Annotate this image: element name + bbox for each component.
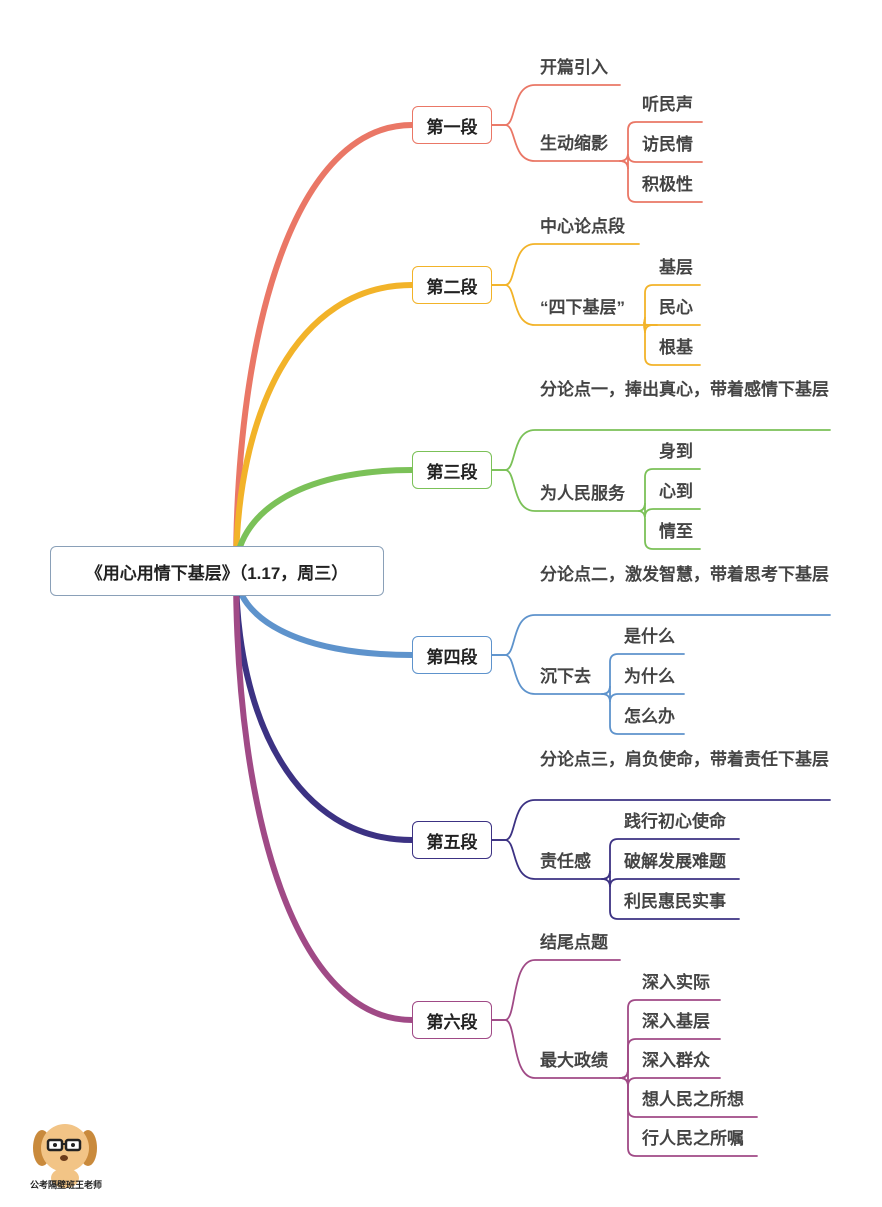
dog-teacher-avatar-icon (33, 1124, 97, 1188)
section-6-leaf-3[interactable]: 深入群众 (642, 1051, 710, 1070)
section-node-5[interactable]: 第五段 (412, 821, 492, 859)
section-3-topic-2[interactable]: 为人民服务 (540, 484, 625, 503)
section-3-child-2-connector (491, 469, 640, 512)
section-5-leaf-2[interactable]: 破解发展难题 (624, 852, 726, 871)
section-3-leaf-2[interactable]: 心到 (659, 482, 693, 501)
section-5-leaf-3-connector (601, 878, 740, 920)
section-6-leaf-1[interactable]: 深入实际 (642, 973, 710, 992)
section-node-6[interactable]: 第六段 (412, 1001, 492, 1039)
branch-line-6 (233, 568, 415, 1023)
branch-line-1 (233, 122, 415, 574)
section-4-topic-2[interactable]: 沉下去 (540, 667, 591, 686)
branch-line-2 (233, 282, 415, 574)
section-3-leaf-1[interactable]: 身到 (659, 442, 693, 461)
section-6-leaf-5[interactable]: 行人民之所嘱 (642, 1129, 744, 1148)
section-4-topic-1[interactable]: 分论点二，激发智慧，带着思考下基层 (540, 565, 829, 584)
section-5-topic-2[interactable]: 责任感 (540, 852, 591, 871)
section-3-leaf-3[interactable]: 情至 (659, 522, 693, 541)
section-6-child-2-connector (491, 1019, 621, 1079)
section-2-leaf-2[interactable]: 民心 (659, 298, 693, 317)
section-5-leaf-1[interactable]: 践行初心使命 (624, 812, 726, 831)
section-node-3[interactable]: 第三段 (412, 451, 492, 489)
section-6-topic-1[interactable]: 结尾点题 (540, 933, 608, 952)
section-2-child-2-connector (491, 284, 658, 326)
section-4-leaf-1[interactable]: 是什么 (624, 627, 675, 646)
section-1-leaf-3-connector (619, 160, 703, 203)
section-1-topic-1[interactable]: 开篇引入 (540, 58, 608, 77)
section-2-leaf-1[interactable]: 基层 (659, 258, 693, 277)
section-1-child-2-connector (491, 124, 621, 162)
section-1-leaf-1[interactable]: 听民声 (642, 95, 693, 114)
section-5-leaf-3[interactable]: 利民惠民实事 (624, 892, 726, 911)
root-topic[interactable]: 《用心用情下基层》（1.17，周三） (50, 546, 384, 596)
section-4-leaf-2[interactable]: 为什么 (624, 667, 675, 686)
section-2-topic-2[interactable]: “四下基层” (540, 298, 625, 317)
section-2-topic-1[interactable]: 中心论点段 (540, 217, 625, 236)
section-3-leaf-3-connector (638, 510, 701, 550)
section-node-2[interactable]: 第二段 (412, 266, 492, 304)
section-6-leaf-5-connector (619, 1077, 758, 1157)
section-5-child-2-connector (491, 839, 603, 880)
section-6-leaf-2[interactable]: 深入基层 (642, 1012, 710, 1031)
section-4-child-2-connector (491, 654, 603, 695)
section-node-1[interactable]: 第一段 (412, 106, 492, 144)
section-2-child-1-connector (491, 243, 640, 286)
watermark-text: 公考隔壁班王老师 (30, 1180, 103, 1190)
section-2-leaf-3-connector (643, 324, 701, 366)
section-2-leaf-3[interactable]: 根基 (659, 338, 693, 357)
section-6-topic-2[interactable]: 最大政绩 (540, 1051, 608, 1070)
section-4-leaf-3[interactable]: 怎么办 (624, 707, 675, 726)
section-6-leaf-4[interactable]: 想人民之所想 (642, 1090, 744, 1109)
section-3-topic-1[interactable]: 分论点一，捧出真心，带着感情下基层 (540, 380, 829, 399)
section-5-topic-1[interactable]: 分论点三，肩负使命，带着责任下基层 (540, 750, 829, 769)
section-1-leaf-2[interactable]: 访民情 (642, 135, 693, 154)
section-3-leaf-2-connector (638, 502, 701, 518)
section-1-child-1-connector (491, 84, 621, 126)
branch-line-5 (233, 568, 415, 843)
section-1-topic-2[interactable]: 生动缩影 (540, 134, 608, 153)
section-6-child-1-connector (491, 959, 621, 1021)
section-4-leaf-3-connector (601, 693, 685, 735)
section-1-leaf-3[interactable]: 积极性 (642, 175, 693, 194)
section-node-4[interactable]: 第四段 (412, 636, 492, 674)
